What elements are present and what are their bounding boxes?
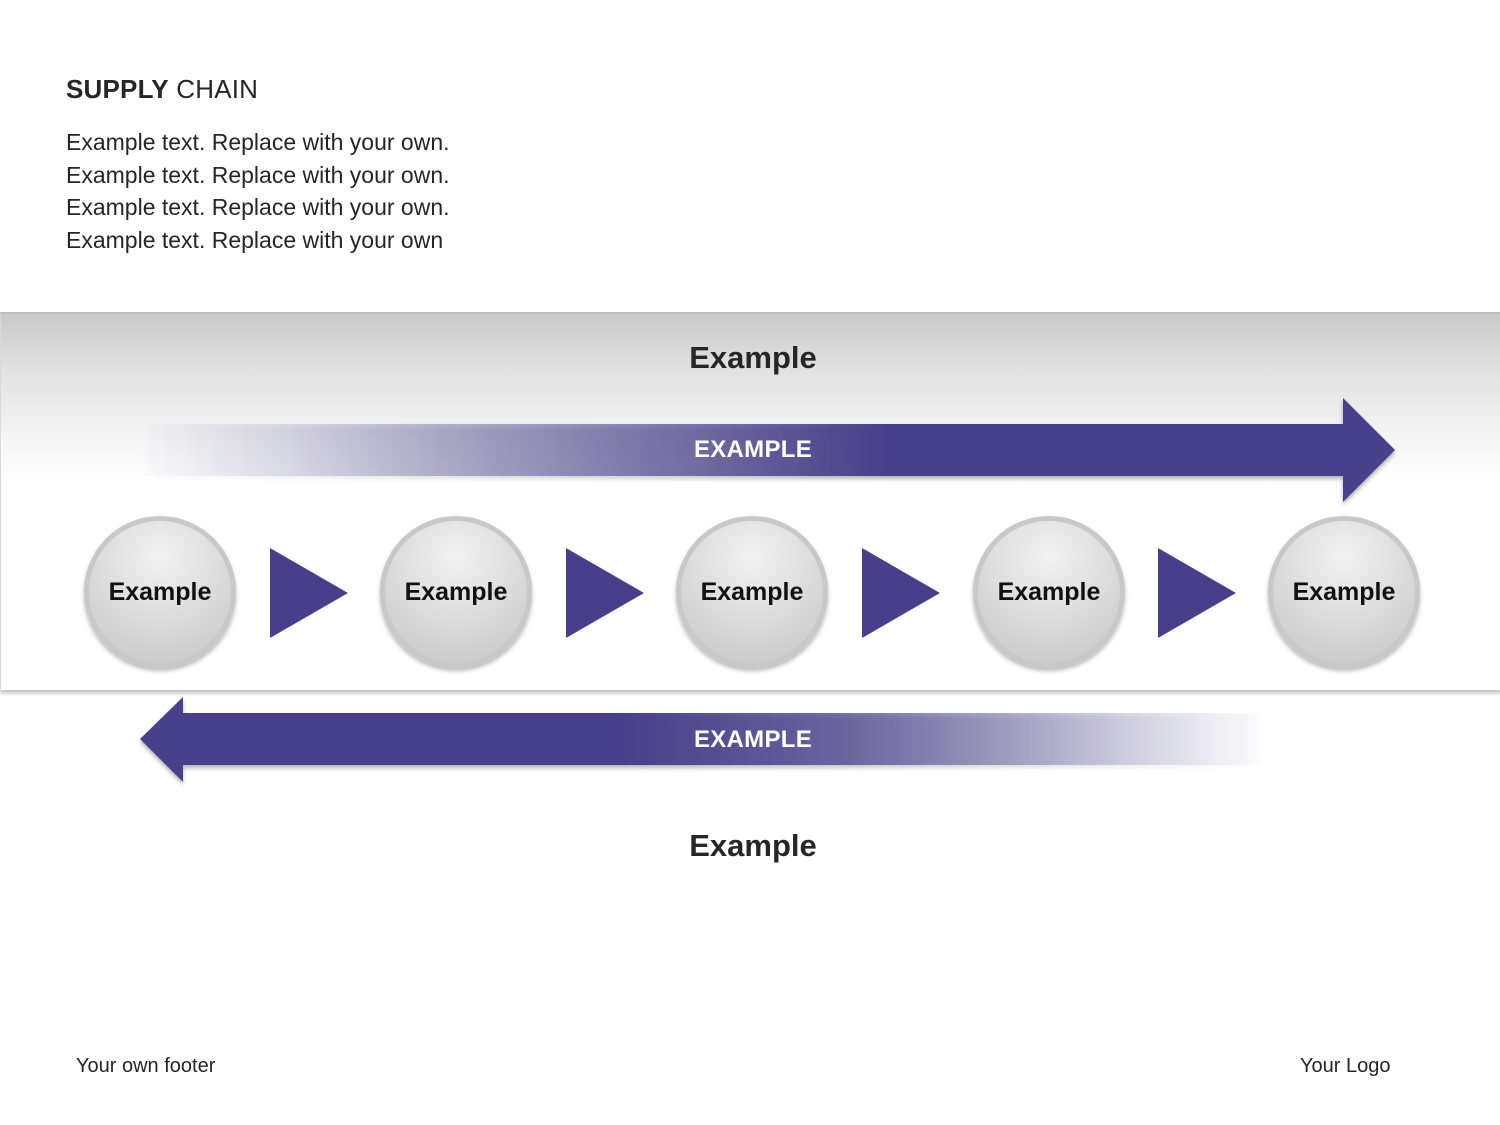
step-circle-3: Example	[676, 516, 828, 668]
step-arrow-2	[566, 548, 644, 638]
body-text: Example text. Replace with your own. Exa…	[66, 126, 586, 256]
body-line: Example text. Replace with your own	[66, 226, 444, 253]
title-bold: SUPPLY	[66, 74, 169, 104]
body-line: Example text. Replace with your own.	[66, 129, 450, 155]
body-line: Example text. Replace with your own.	[66, 194, 450, 220]
step-circle-4: Example	[973, 516, 1125, 668]
step-circle-2: Example	[380, 516, 532, 668]
step-arrow-1	[270, 548, 348, 638]
forward-arrow-label: EXAMPLE	[693, 436, 813, 463]
band-top-border	[0, 312, 1500, 314]
step-arrow-3	[862, 548, 940, 638]
bottom-heading: Example	[689, 828, 817, 863]
body-line: Example text. Replace with your own.	[66, 161, 450, 188]
forward-arrow	[140, 398, 1395, 502]
footer-text: Your own footer	[76, 1055, 216, 1077]
step-circle-1: Example	[84, 516, 236, 668]
slide-title: SUPPLY CHAIN	[66, 74, 258, 105]
step-arrow-4	[1158, 548, 1236, 638]
backward-arrow-label: EXAMPLE	[693, 726, 813, 753]
footer-logo: Your Logo	[1300, 1055, 1391, 1077]
step-circle-5: Example	[1268, 516, 1420, 668]
title-rest: CHAIN	[168, 74, 259, 104]
backward-arrow	[140, 697, 1265, 782]
top-heading: Example	[689, 340, 817, 375]
